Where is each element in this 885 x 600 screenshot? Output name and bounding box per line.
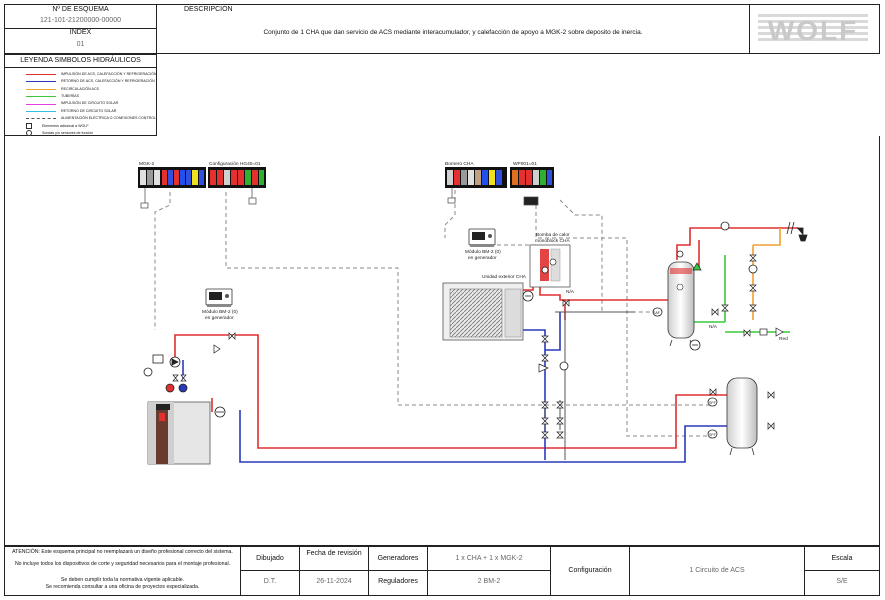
- na-label-1: N/A: [566, 289, 575, 295]
- bomba-label-2: monoblock CHA: [535, 238, 570, 244]
- legend-line-swatch: [26, 74, 56, 75]
- legend-item: RETORNO DE CIRCUITO SOLAR: [4, 108, 157, 115]
- footer-notice-line-1: ATENCIÓN: Este esquema principal no reem…: [12, 549, 233, 555]
- scheme-number-label: Nº DE ESQUEMA: [52, 6, 109, 13]
- na-label-2: N/A: [709, 324, 718, 330]
- bm2-module-generator: [468, 228, 496, 247]
- legend-item-label: Sondas y/o sensores de función: [42, 130, 94, 135]
- reguladores-value: 2 BM-2: [477, 578, 501, 585]
- legend-line-swatch: [26, 81, 56, 83]
- legend-line-swatch: [26, 103, 56, 105]
- legend-item: ALIMENTACIÓN ELÉCTRICA O CONEXIONES CONT…: [4, 115, 157, 122]
- footer-notice-line-4: Se recomienda consultar a una oficina de…: [45, 584, 200, 590]
- reguladores-label: Reguladores: [378, 578, 418, 585]
- bomba-label-1: Bomba de calor: [536, 232, 570, 238]
- configuracion-value: 1 Circuito de ACS: [689, 567, 745, 574]
- index-divider: [4, 28, 157, 29]
- legend-item: RETORNO DE ACS, CALEFACCIÓN Y REFRIGERAC…: [4, 78, 157, 85]
- wolf-logo: WOLF: [756, 10, 871, 46]
- shower-head-icon: [786, 221, 808, 242]
- dibujado-label: Dibujado: [256, 555, 284, 562]
- terminal-sensors: [140, 188, 539, 209]
- legend-symbol-icon: [26, 130, 32, 137]
- bm2-module-left: [205, 288, 233, 307]
- legend-title-divider: [4, 67, 157, 68]
- legend-item-label: RECIRCULACIÓN ACS: [61, 86, 99, 91]
- red-label: Red: [779, 336, 788, 342]
- escala-value-cell: [804, 570, 880, 596]
- unidad-exterior-label: Unidad exterior CHA: [482, 274, 527, 280]
- escala-value: S/E: [836, 578, 848, 585]
- legend-item: TUBERÍAS: [4, 93, 157, 100]
- check-valves: [213, 262, 784, 373]
- description-label: DESCRIPCIÓN: [184, 6, 233, 13]
- inertia-tank: [726, 377, 758, 456]
- mgk-terminal-block: [138, 167, 206, 188]
- monobloc-unit: [529, 244, 571, 288]
- legend-item: Sondas y/o sensores de función: [4, 130, 157, 137]
- description-text: Conjunto de 1 CHA que dan servicio de AC…: [263, 29, 643, 36]
- legend-item: IMPULSIÓN DE CIRCUITO SOLAR: [4, 101, 157, 108]
- configuracion-label: Configuración: [568, 567, 612, 574]
- legend-item-label: RETORNO DE CIRCUITO SOLAR: [61, 108, 117, 113]
- legend-item-label: ALIMENTACIÓN ELÉCTRICA O CONEXIONES CONT…: [61, 116, 156, 121]
- dhw-tank: [667, 261, 695, 347]
- escala-label: Escala: [831, 555, 853, 562]
- legend-symbol-icon: [26, 122, 32, 129]
- sff-label-2: SFF: [709, 433, 717, 437]
- legend-item-label: RETORNO DE ACS, CALEFACCIÓN Y REFRIGERAC…: [61, 79, 155, 84]
- legend-title: LEYENDA SIMBOLOS HIDRÁULICOS: [20, 57, 141, 64]
- legend-item: IMPULSIÓN DE ACS, CALEFACCIÓN Y REFRIGER…: [4, 71, 157, 78]
- outdoor-unit: [442, 282, 524, 341]
- legend-item-label: IMPULSIÓN DE CIRCUITO SOLAR: [61, 101, 119, 106]
- wp001-terminal-block: [510, 167, 554, 188]
- legend-item-label: Elementos adicional a WOLF: [42, 123, 89, 128]
- mgk-label: MGK-2: [139, 161, 155, 167]
- dhw-lines: [676, 227, 798, 320]
- generadores-value: 1 x CHA + 1 x MGK-2: [455, 555, 523, 562]
- brand-text: WOLF: [768, 15, 858, 46]
- index-label: INDEX: [69, 29, 92, 36]
- footer-notice-line-2: No incluye todos los dispositivos de cor…: [14, 561, 231, 567]
- control-wiring: [154, 190, 710, 437]
- bornero-label: Bornero CHA: [445, 161, 474, 167]
- dibujado-value: D.T.: [263, 578, 277, 585]
- legend-list: IMPULSIÓN DE ACS, CALEFACCIÓN Y REFRIGER…: [4, 68, 157, 137]
- bm2-mod-label-2: en generador: [205, 315, 234, 321]
- hg40-terminal-block: [208, 167, 266, 188]
- fecha-value: 26-11-2024: [316, 578, 352, 585]
- bornero-terminal-block: [445, 167, 507, 188]
- logo-box: [749, 4, 880, 54]
- config-hg-label: Configuración HG40=01: [209, 161, 261, 167]
- generadores-label: Generadores: [377, 555, 419, 562]
- hydraulic-components: [143, 221, 758, 439]
- index-value: 01: [76, 41, 85, 48]
- legend-item: RECIRCULACIÓN ACS: [4, 86, 157, 93]
- wp001-label: WP001=01: [513, 161, 537, 167]
- bm2-mod-label-1: Módulo BM-2 (0): [202, 309, 238, 315]
- footer-notice-line-3: Se deben cumplir toda la normativa vigen…: [60, 577, 185, 583]
- fecha-label: Fecha de revisión: [306, 550, 362, 557]
- bm2-gen-label-2: en generador: [468, 255, 497, 261]
- diagram-frame: [4, 136, 880, 546]
- valves: [172, 254, 775, 439]
- saf-label: SAF: [653, 311, 661, 315]
- legend-line-swatch: [26, 111, 56, 112]
- legend-box: [4, 54, 157, 136]
- scheme-number-value: 121-101-21200000-00000: [40, 17, 121, 24]
- legend-line-swatch: [26, 88, 56, 90]
- legend-line-swatch: [26, 118, 56, 120]
- legend-item-label: IMPULSIÓN DE ACS, CALEFACCIÓN Y REFRIGER…: [61, 71, 157, 76]
- legend-item-label: TUBERÍAS: [61, 93, 79, 98]
- legend-line-swatch: [26, 96, 56, 98]
- mgk-boiler: [147, 401, 211, 465]
- legend-item: Elementos adicional a WOLF: [4, 122, 157, 130]
- diagram-labels: MGK-2 Configuración HG40=01 Bornero CHA …: [139, 161, 788, 437]
- sff-label-1: SFF: [709, 401, 717, 405]
- bm2-gen-label-1: Módulo BM-2 (0): [465, 249, 501, 255]
